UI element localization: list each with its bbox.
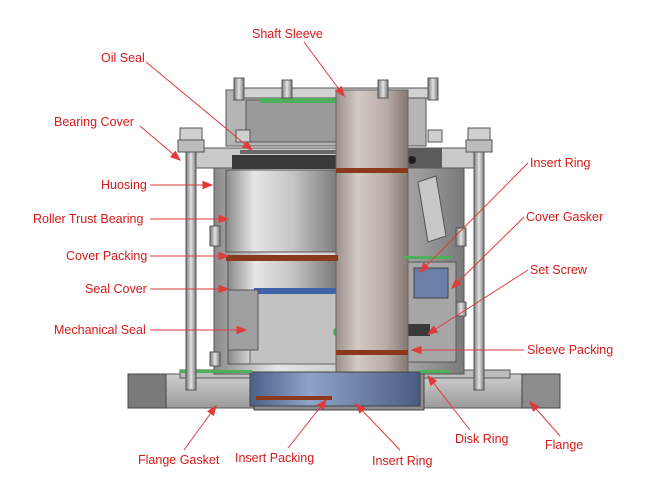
gaskets <box>180 256 452 373</box>
leader-insert-packing <box>287 399 327 449</box>
leader-disk-ring <box>427 375 471 431</box>
leader-mechanical-seal-arrowhead <box>236 325 248 335</box>
leader-roller-trust-bearing-arrowhead <box>218 214 230 224</box>
bearing-part <box>225 148 447 253</box>
label-shaft-sleeve: Shaft Sleeve <box>252 27 323 41</box>
leader-sleeve-packing-arrowhead <box>410 345 422 355</box>
label-bearing-cover: Bearing Cover <box>54 115 134 129</box>
leader-set-screw-arrowhead <box>426 325 439 335</box>
label-disk-ring: Disk Ring <box>455 432 509 446</box>
leader-cover-gasker-arrowhead <box>451 278 462 289</box>
leader-insert-ring-top <box>419 162 529 273</box>
leader-oil-seal <box>145 61 253 151</box>
leader-insert-ring-bottom-arrowhead <box>355 403 366 414</box>
leader-cover-gasker <box>451 216 525 289</box>
label-oil-seal: Oil Seal <box>101 51 145 65</box>
label-insert-ring-top: Insert Ring <box>530 156 591 170</box>
leader-set-screw <box>427 269 529 335</box>
leader-lines <box>139 41 561 451</box>
mechanical-seal-part <box>227 259 457 365</box>
leader-insert-ring-top-arrowhead <box>419 262 430 273</box>
leader-cover-packing-arrowhead <box>218 251 230 261</box>
shaft-sleeve-part <box>226 89 421 407</box>
label-seal-cover: Seal Cover <box>85 282 147 296</box>
leader-oil-seal-arrowhead <box>241 140 254 151</box>
leader-disk-ring-arrowhead <box>427 374 438 387</box>
leader-housing-arrowhead <box>202 180 214 190</box>
label-flange-gasket: Flange Gasket <box>138 453 220 467</box>
label-housing: Huosing <box>101 178 147 192</box>
label-roller-trust-bearing: Roller Trust Bearing <box>33 212 144 226</box>
label-insert-ring-bottom: Insert Ring <box>372 454 433 468</box>
leader-flange-arrowhead <box>529 400 540 412</box>
label-mechanical-seal: Mechanical Seal <box>54 323 146 337</box>
label-cover-packing: Cover Packing <box>66 249 148 263</box>
leader-flange-gasket-arrowhead <box>206 404 217 417</box>
leader-insert-ring-bottom <box>355 403 401 451</box>
leader-shaft-sleeve-arrowhead <box>334 85 345 98</box>
leader-seal-cover-arrowhead <box>218 284 230 294</box>
label-cover-gasker: Cover Gasker <box>526 210 604 224</box>
leader-shaft-sleeve <box>303 41 345 97</box>
label-insert-packing: Insert Packing <box>235 451 315 465</box>
label-set-screw: Set Screw <box>530 263 587 277</box>
tie-rods <box>177 77 493 391</box>
leader-insert-packing-arrowhead <box>316 398 327 411</box>
label-sleeve-packing: Sleeve Packing <box>527 343 614 357</box>
label-flange: Flange <box>545 438 584 452</box>
leader-bearing-cover-arrowhead <box>170 150 182 161</box>
